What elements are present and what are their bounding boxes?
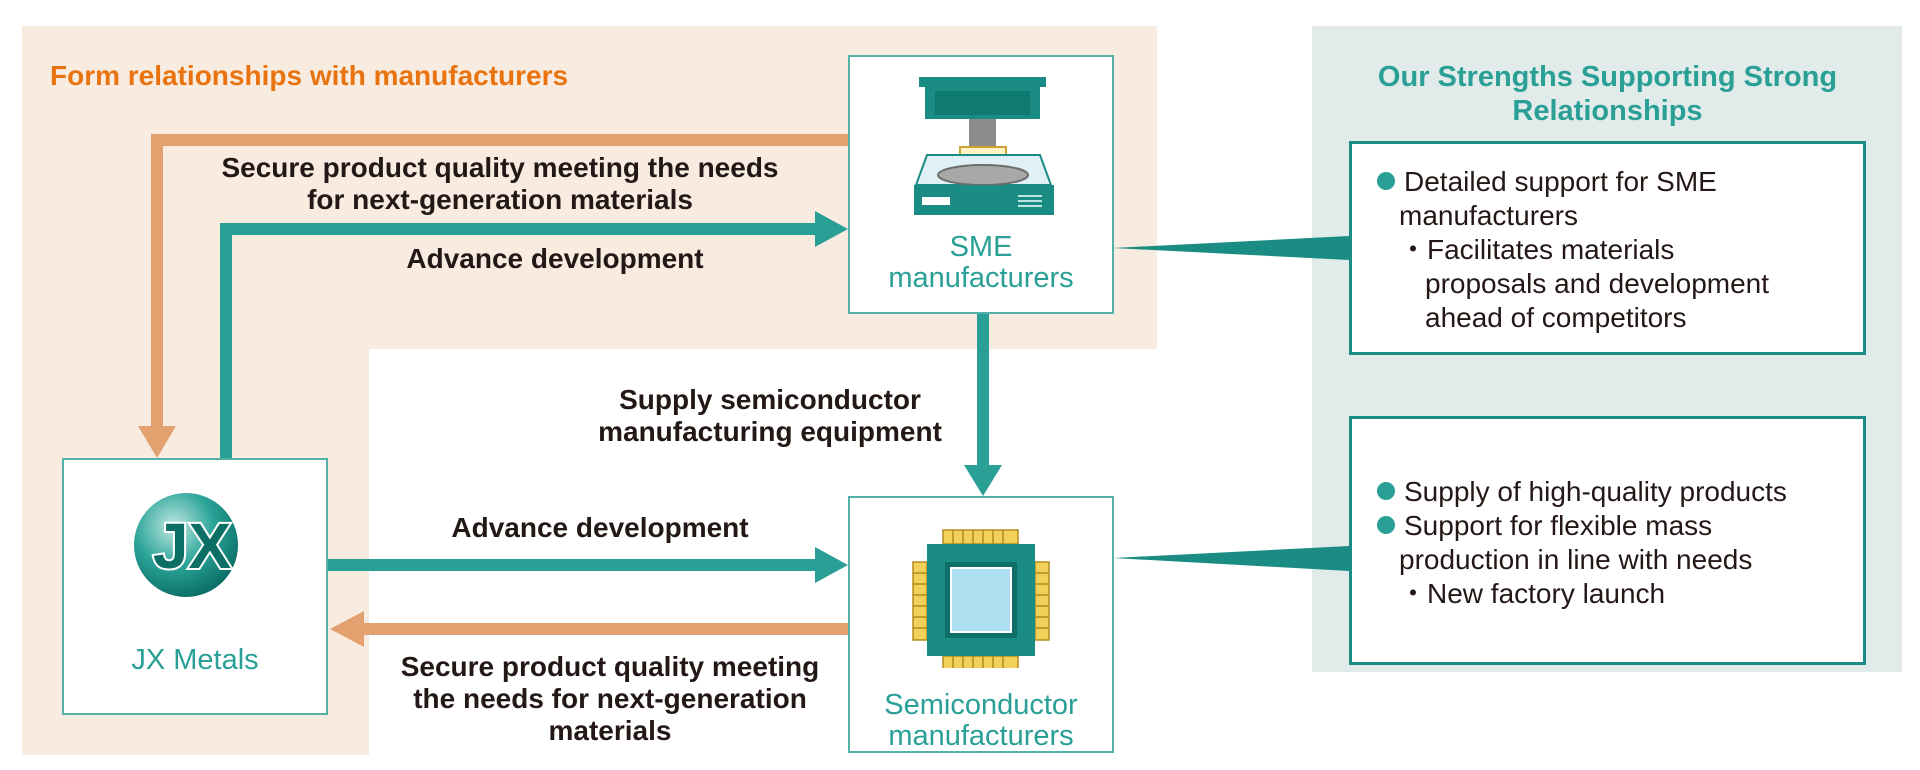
equipment-icon — [914, 77, 1054, 215]
chip-icon — [912, 529, 1050, 668]
panel-semi-bullet2: Support for flexible mass — [1377, 509, 1857, 543]
label-jx-to-sme-dev: Advance development — [406, 243, 704, 274]
semiconductor-manufacturers-node: Semiconductor manufacturers — [848, 496, 1114, 753]
label-sme-to-jx-quality-line2: for next-generation materials — [307, 184, 693, 215]
panel-semi-content: Supply of high-quality products Support … — [1377, 475, 1857, 611]
sme-manufacturers-node: SME manufacturers — [848, 55, 1114, 314]
label-sme-to-jx-quality: Secure product quality meeting the needs… — [170, 152, 830, 216]
jx-node-label: JX Metals — [131, 644, 259, 676]
arrow-semi-to-jx-quality-head — [330, 611, 364, 647]
label-sme-to-semi-supply-line2: manufacturing equipment — [598, 416, 942, 447]
arrow-sme-to-jx-quality — [151, 134, 848, 428]
jx-metals-node: JX JX Metals — [62, 458, 328, 715]
panel-sme-bullet1-line1: Detailed support for SME — [1404, 166, 1717, 197]
label-sme-to-semi-supply-line1: Supply semiconductor — [619, 384, 921, 415]
arrow-jx-to-semi-dev-head — [815, 547, 848, 583]
label-sme-to-jx-quality-line1: Secure product quality meeting the needs — [221, 152, 779, 183]
sme-node-label-line1: SME — [949, 231, 1013, 263]
panel-semi-strengths: Supply of high-quality products Support … — [1349, 416, 1866, 665]
label-sme-to-semi-supply: Supply semiconductor manufacturing equip… — [560, 384, 980, 448]
panel-sme-sub1-line3: ahead of competitors — [1425, 302, 1687, 333]
jx-logo: JX — [134, 493, 238, 597]
panel-sme-sub1-line1: ・Facilitates materials — [1399, 234, 1675, 265]
connector-sme-to-panel — [1113, 236, 1349, 260]
panel-semi-sub1: ・New factory launch — [1399, 578, 1666, 609]
label-semi-to-jx-quality: Secure product quality meeting the needs… — [370, 651, 850, 747]
panel-semi-bullet2-line1: Support for flexible mass — [1404, 510, 1713, 541]
panel-semi-bullet1: Supply of high-quality products — [1377, 475, 1857, 509]
label-semi-to-jx-quality-line1: Secure product quality meeting — [400, 651, 820, 682]
semi-node-label: Semiconductor manufacturers — [850, 690, 1112, 752]
left-section-title: Form relationships with manufacturers — [50, 60, 569, 91]
panel-sme-bullet1-line2: manufacturers — [1399, 200, 1578, 231]
label-semi-to-jx-quality-line3: materials — [548, 715, 672, 746]
bullet-dot — [1377, 516, 1395, 534]
bullet-dot — [1377, 172, 1395, 190]
arrow-jx-to-sme-dev-head — [815, 211, 848, 247]
label-semi-to-jx-quality-line2: the needs for next-generation — [413, 683, 807, 714]
arrow-jx-to-sme-dev — [220, 223, 817, 458]
connector-semi-to-panel — [1113, 546, 1349, 571]
bullet-dot — [1377, 482, 1395, 500]
arrow-sme-to-semi-supply-head — [964, 465, 1002, 496]
arrow-sme-to-jx-quality-head — [138, 426, 176, 458]
panel-sme-bullet1: Detailed support for SME — [1377, 165, 1857, 199]
panel-sme-strengths: Detailed support for SME manufacturers ・… — [1349, 141, 1866, 355]
label-jx-to-semi-dev: Advance development — [451, 512, 749, 543]
panel-sme-sub1-line2: proposals and development — [1425, 268, 1770, 299]
right-section-title-line1: Our Strengths Supporting Strong — [1377, 61, 1838, 93]
right-section-title-line2: Relationships — [1512, 95, 1703, 127]
panel-semi-bullet2-line2: production in line with needs — [1399, 544, 1753, 575]
semi-node-label-line2: manufacturers — [888, 720, 1074, 752]
panel-sme-content: Detailed support for SME manufacturers ・… — [1377, 165, 1857, 335]
sme-node-label-line2: manufacturers — [888, 262, 1074, 294]
right-section-title: Our Strengths Supporting Strong Relation… — [1330, 60, 1885, 128]
sme-node-label: SME manufacturers — [850, 232, 1112, 294]
jx-logo-sphere — [134, 493, 238, 597]
jx-logo-text: JX — [153, 510, 232, 582]
panel-semi-bullet1-text: Supply of high-quality products — [1404, 476, 1787, 507]
semi-node-label-line1: Semiconductor — [884, 689, 1078, 721]
